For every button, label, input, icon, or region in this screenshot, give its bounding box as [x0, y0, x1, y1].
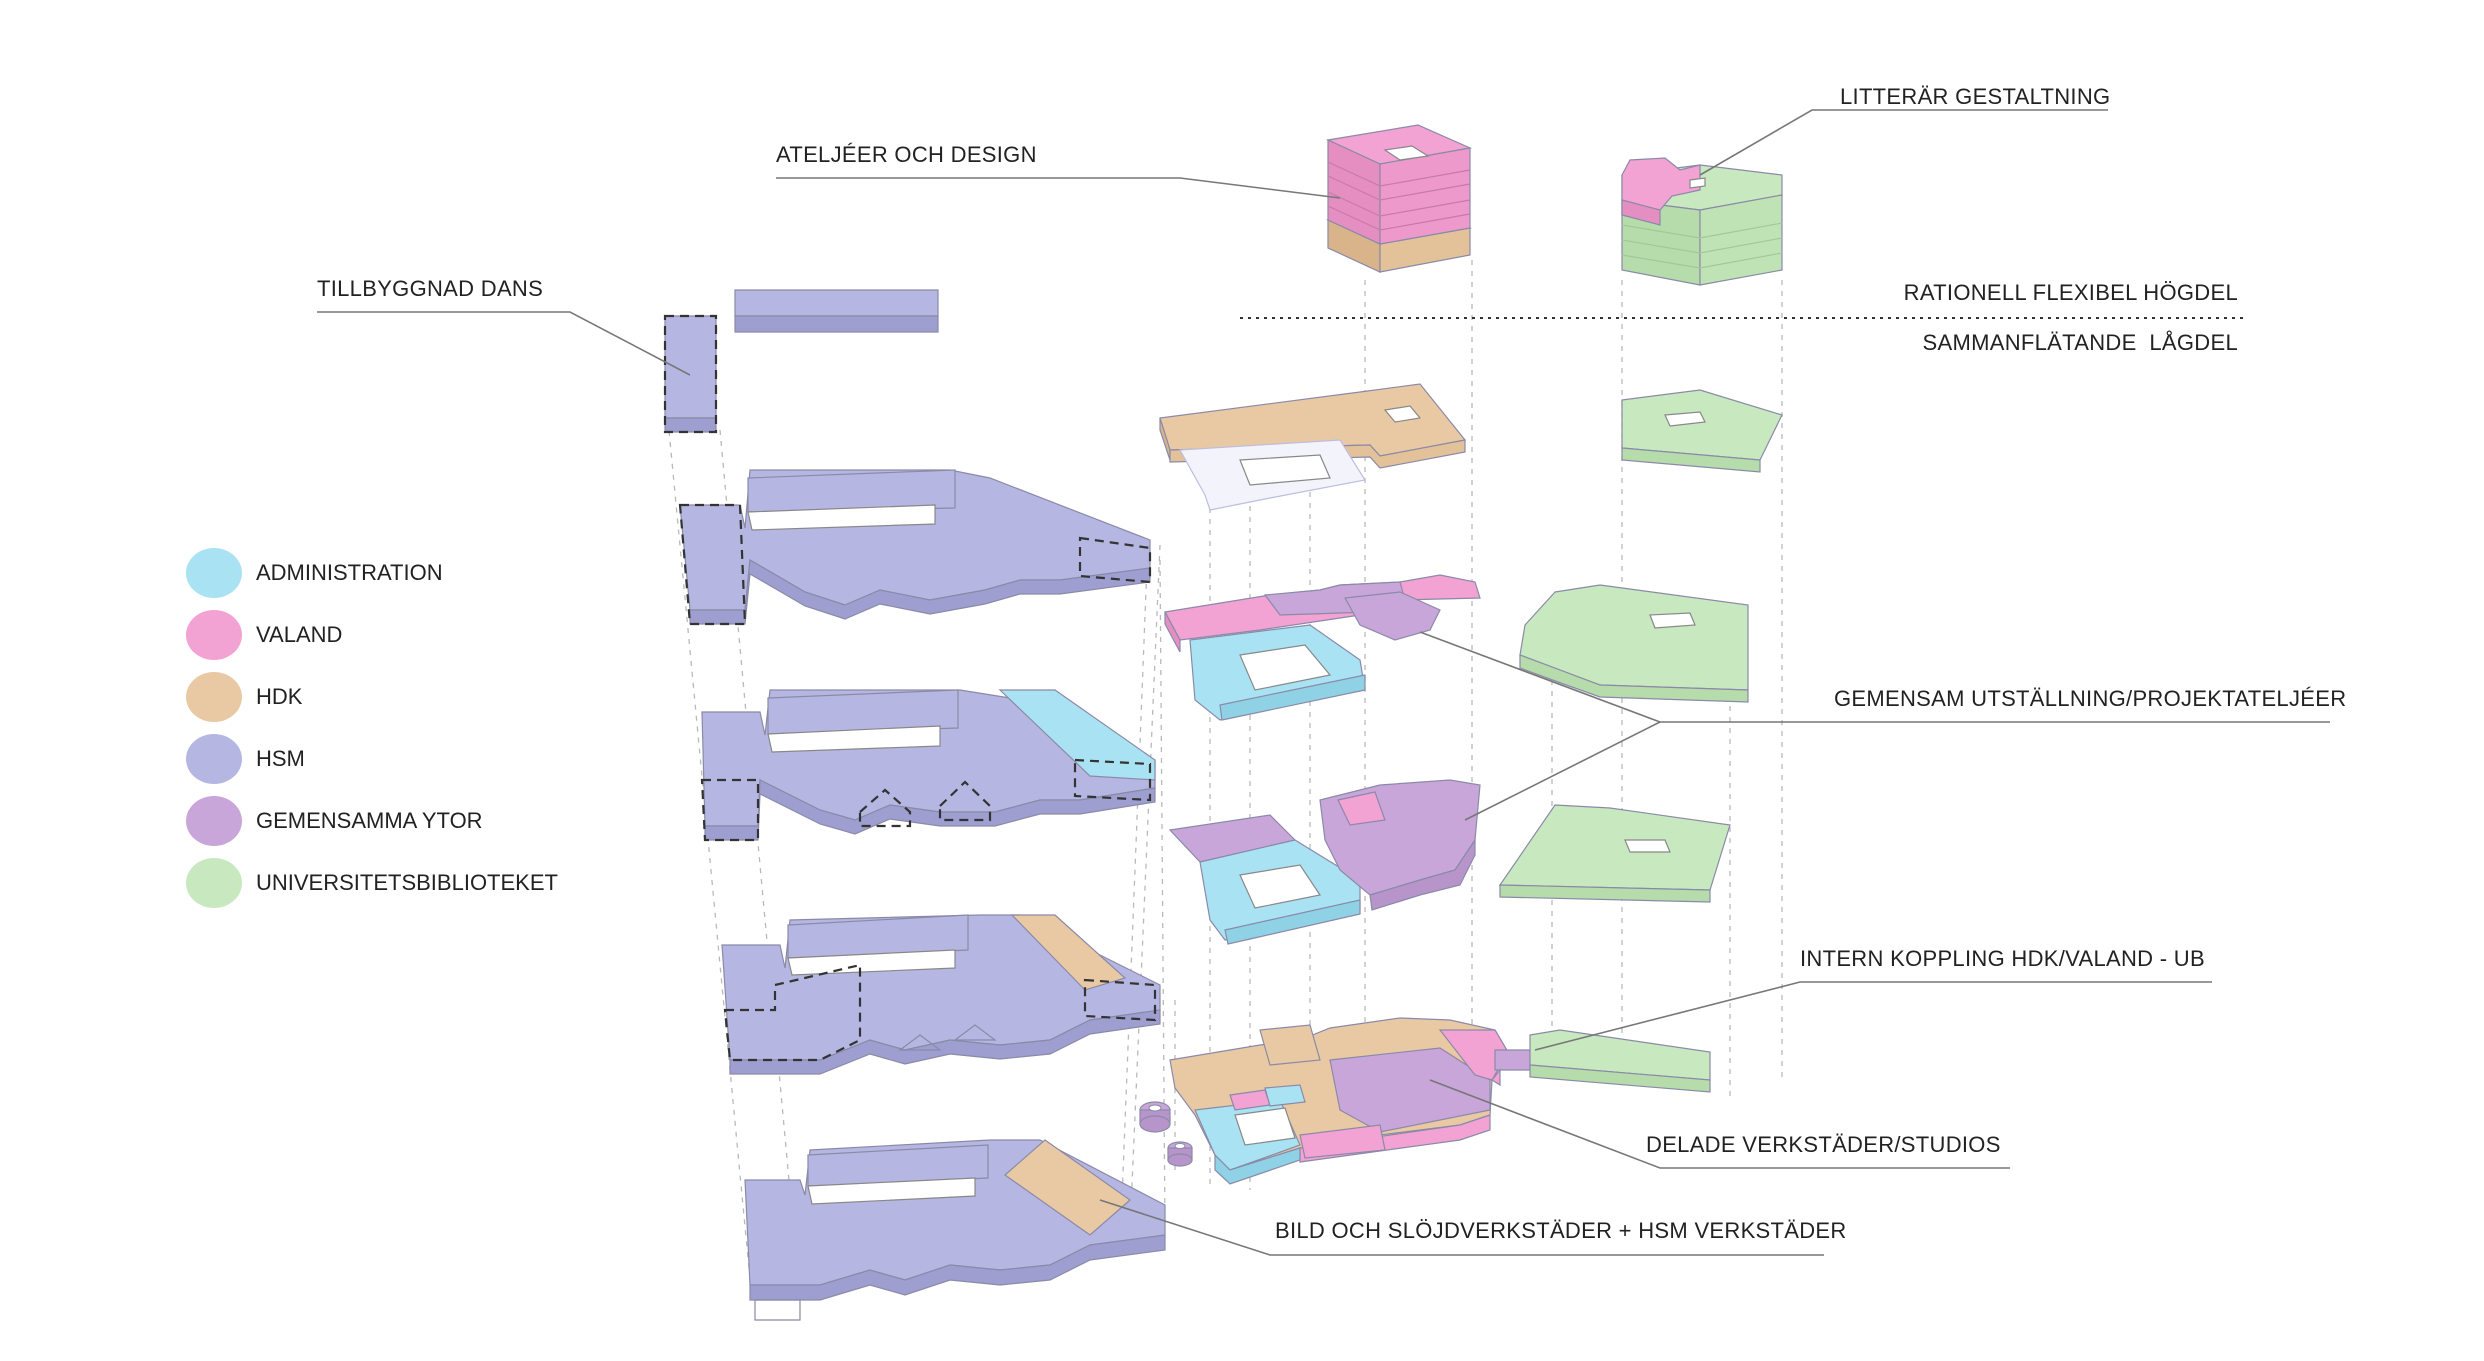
right-level-1	[1529, 1029, 1711, 1093]
middle-level-1	[1169, 1017, 1531, 1185]
legend-label: ADMINISTRATION	[256, 560, 443, 585]
label-litterar-gestaltning: LITTERÄR GESTALTNING	[1840, 84, 2111, 109]
legend-item-hdk: HDK	[186, 672, 606, 724]
hsm-level-5	[678, 469, 1152, 626]
legend-label: VALAND	[256, 622, 343, 647]
legend-item-gemensamma-ytor: GEMENSAMMA YTOR	[186, 796, 606, 848]
middle-level-5	[1164, 574, 1481, 721]
legend-label: HDK	[256, 684, 303, 709]
litterar-tower	[1621, 157, 1783, 286]
label-gemensam-utstallning: GEMENSAM UTSTÄLLNING/PROJEKTATELJÉER	[1834, 686, 2347, 711]
label-tillbyggnad-dans: TILLBYGGNAD DANS	[317, 276, 544, 301]
legend-label: HSM	[256, 746, 305, 771]
label-sammanflatande-lagdel: SAMMANFLÄTANDE LÅGDEL	[1922, 330, 2238, 355]
right-level-4	[1498, 804, 1731, 903]
legend-item-administration: ADMINISTRATION	[186, 548, 606, 600]
leader-lines	[317, 109, 2330, 1256]
label-ateljeer-och-design: ATELJÉER OCH DESIGN	[776, 142, 1037, 167]
legend-item-valand: VALAND	[186, 610, 606, 662]
right-level-5	[1519, 584, 1749, 703]
cylinders	[1139, 1101, 1193, 1167]
legend-label: GEMENSAMMA YTOR	[256, 808, 483, 833]
legend-item-hsm: HSM	[186, 734, 606, 786]
legend-swatch	[186, 610, 242, 660]
legend-swatch	[186, 548, 242, 598]
label-intern-koppling: INTERN KOPPLING HDK/VALAND - UB	[1800, 946, 2205, 971]
hsm-level-1	[744, 1139, 1166, 1321]
legend-swatch	[186, 734, 242, 784]
right-level-6	[1621, 389, 1783, 473]
ateljeer-tower	[1325, 124, 1473, 273]
hsm-level-3	[721, 914, 1161, 1075]
legend-swatch	[186, 858, 242, 908]
label-bild-och-slojdverkstader: BILD OCH SLÖJDVERKSTÄDER + HSM VERKSTÄDE…	[1275, 1218, 1847, 1243]
middle-level-4	[1168, 779, 1481, 945]
legend-swatch	[186, 672, 242, 722]
hsm-tillbyggnad-level	[663, 289, 939, 434]
label-delade-verkstader: DELADE VERKSTÄDER/STUDIOS	[1646, 1132, 2001, 1157]
label-rationell-flexibel-hogdel: RATIONELL FLEXIBEL HÖGDEL	[1903, 280, 2238, 305]
middle-level-6	[1159, 383, 1467, 511]
legend-item-universitetsbiblioteket: UNIVERSITETSBIBLIOTEKET	[186, 858, 606, 910]
legend-label: UNIVERSITETSBIBLIOTEKET	[256, 870, 558, 895]
hsm-level-4	[700, 689, 1156, 842]
legend-swatch	[186, 796, 242, 846]
